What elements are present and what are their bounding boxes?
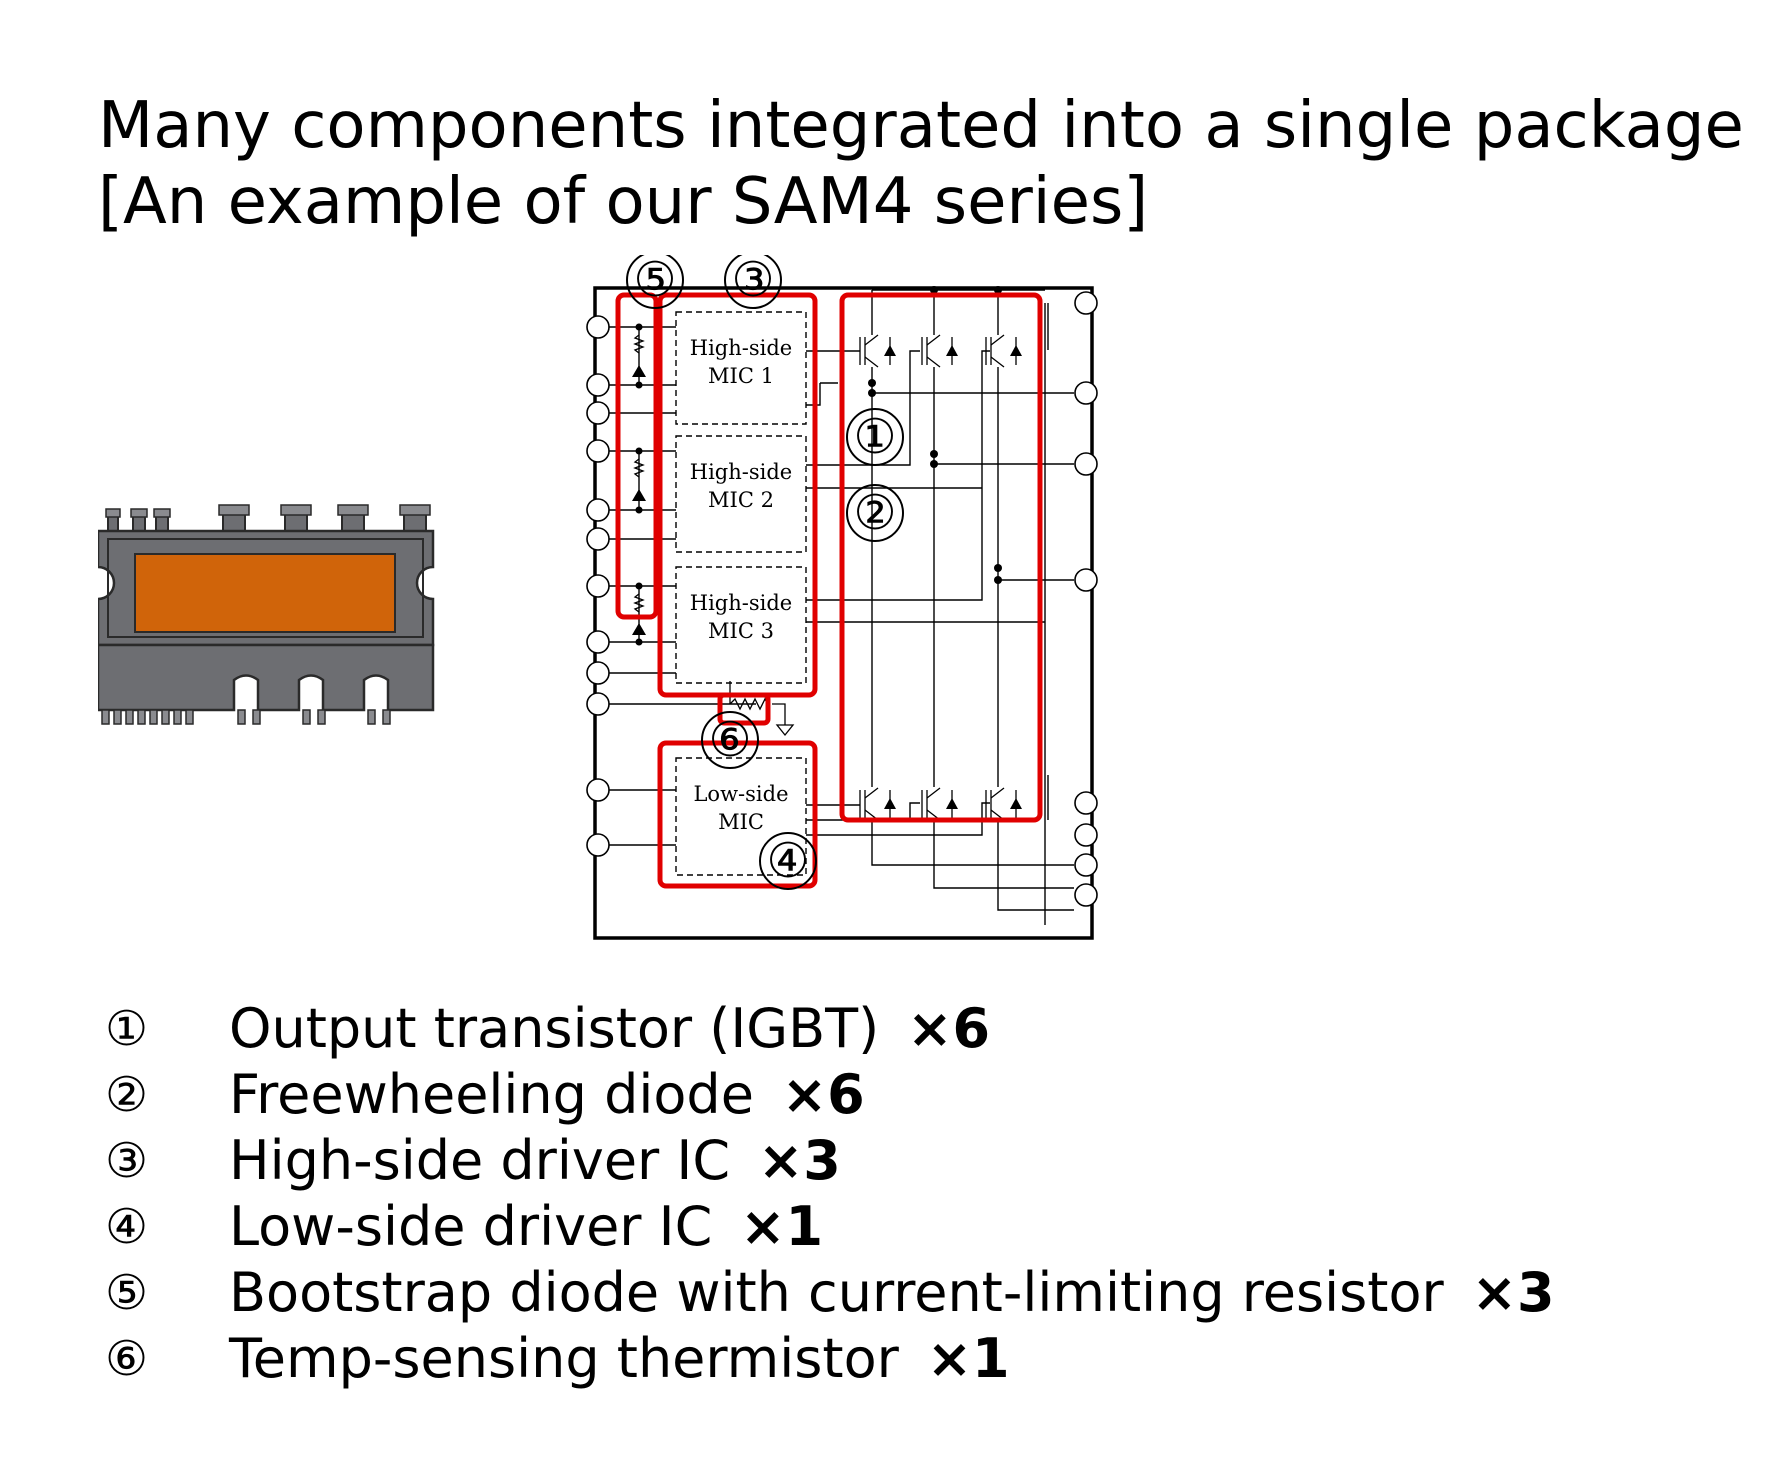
power-wiring — [806, 289, 1074, 925]
circuit-diagram: High-side MIC 1 High-side MIC 2 High-sid… — [586, 255, 1098, 940]
legend-label: Low-side driver IC — [229, 1195, 713, 1258]
callout-2: ② — [853, 485, 896, 541]
title-line-1: Many components integrated into a single… — [98, 89, 1744, 163]
freewheel-diodes — [884, 345, 1022, 809]
mic3-box — [675, 566, 807, 684]
legend-number: ① — [105, 1001, 149, 1057]
left-pins — [586, 315, 610, 857]
legend-quantity: ×3 — [758, 1129, 841, 1192]
package-inner-frame — [107, 538, 424, 638]
top-pin-heads — [105, 504, 431, 518]
junction-dots — [868, 286, 1002, 584]
mic3-label-line1: High-side — [690, 591, 792, 615]
mic2-box — [675, 435, 807, 553]
callout-5: ⑤ — [633, 255, 676, 308]
legend-label: Output transistor (IGBT) — [229, 997, 880, 1060]
mic2-label-line1: High-side — [690, 460, 792, 484]
legend-quantity: ×1 — [740, 1195, 824, 1258]
highlight-bootstrap — [615, 292, 659, 620]
highlight-thermistor — [717, 692, 771, 726]
bootstrap-diodes — [633, 334, 645, 613]
legend-quantity: ×1 — [926, 1327, 1010, 1390]
mic1-label-line2: MIC 1 — [708, 364, 774, 388]
legend-number: ③ — [105, 1133, 149, 1189]
legend-number: ⑥ — [105, 1331, 149, 1387]
mic-boxes — [675, 311, 807, 876]
highlight-power-devices — [839, 292, 1043, 823]
legend-label: High-side driver IC — [229, 1129, 731, 1192]
legend-label: Bootstrap diode with current-limiting re… — [229, 1261, 1444, 1324]
legend-number: ⑤ — [105, 1265, 149, 1321]
callout-3: ③ — [731, 255, 774, 308]
igbt-symbols — [859, 334, 1017, 821]
low-mic-box — [675, 757, 807, 876]
callout-6: ⑥ — [708, 712, 751, 768]
package-window — [134, 553, 396, 633]
package-lower-body — [98, 643, 435, 712]
callout-4: ④ — [766, 833, 809, 889]
right-pins — [1074, 291, 1098, 907]
legend-number: ② — [105, 1067, 149, 1123]
bottom-pins — [101, 709, 391, 725]
legend-label: Temp-sensing thermistor — [229, 1327, 899, 1390]
mic1-box — [675, 311, 807, 425]
callout-circles — [626, 255, 904, 890]
mic3-label-line2: MIC 3 — [708, 619, 774, 643]
package-illustration — [98, 504, 435, 725]
highlight-boxes — [615, 292, 1043, 889]
mic1-label-line1: High-side — [690, 336, 792, 360]
mic2-label-line2: MIC 2 — [708, 488, 774, 512]
legend-quantity: ×6 — [907, 997, 991, 1060]
legend-quantity: ×3 — [1471, 1261, 1555, 1324]
highlight-low-side-ic — [657, 740, 818, 889]
low-mic-label-line2: MIC — [718, 810, 764, 834]
legend-quantity: ×6 — [781, 1063, 865, 1126]
callout-1: ① — [853, 409, 896, 465]
bootstrap-diode-triangles — [632, 323, 646, 646]
title-line-2: [An example of our SAM4 series] — [98, 165, 1149, 239]
module-outline — [593, 286, 1094, 940]
low-mic-label-line1: Low-side — [693, 782, 788, 806]
legend-number: ④ — [105, 1199, 149, 1255]
legend-label: Freewheeling diode — [229, 1063, 754, 1126]
